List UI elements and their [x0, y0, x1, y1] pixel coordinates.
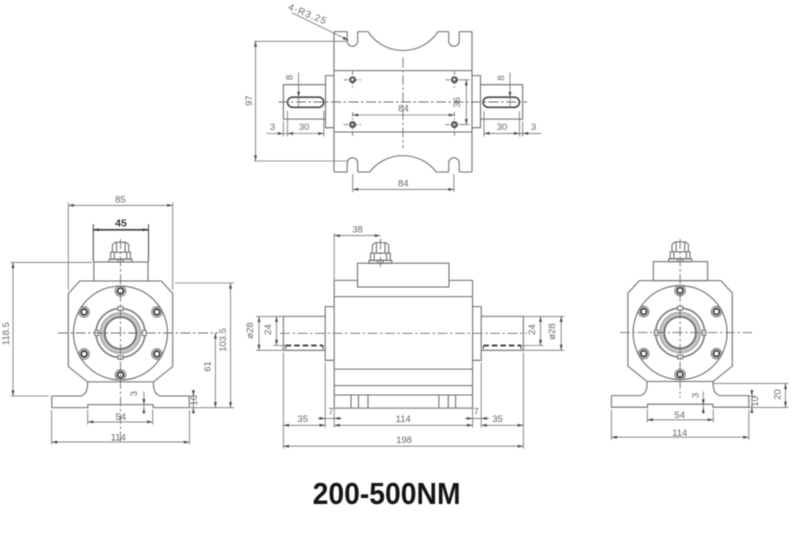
svg-text:24: 24 [263, 324, 274, 335]
svg-text:84: 84 [398, 178, 409, 189]
svg-text:118.5: 118.5 [1, 322, 12, 345]
svg-text:10: 10 [189, 395, 200, 406]
svg-text:114: 114 [672, 428, 687, 439]
svg-text:97: 97 [244, 95, 255, 106]
svg-text:30: 30 [497, 122, 508, 133]
svg-text:38: 38 [352, 224, 363, 235]
svg-text:45: 45 [115, 218, 127, 230]
svg-text:3: 3 [270, 122, 275, 133]
svg-text:7: 7 [474, 406, 479, 417]
svg-text:7: 7 [328, 406, 333, 417]
svg-text:35: 35 [492, 414, 503, 425]
svg-text:8: 8 [285, 75, 296, 80]
svg-text:36: 36 [452, 97, 463, 108]
svg-text:3: 3 [531, 122, 536, 133]
svg-text:10: 10 [750, 396, 761, 407]
svg-text:ø28: ø28 [547, 323, 558, 339]
svg-text:61: 61 [203, 361, 214, 372]
svg-text:84: 84 [398, 104, 409, 115]
svg-text:3: 3 [690, 393, 701, 398]
svg-text:35: 35 [297, 414, 308, 425]
svg-text:54: 54 [115, 412, 126, 423]
svg-text:103.5: 103.5 [218, 328, 229, 352]
svg-text:200-500NM: 200-500NM [313, 476, 461, 511]
svg-text:24: 24 [527, 324, 538, 335]
svg-text:8: 8 [496, 75, 507, 80]
svg-text:54: 54 [674, 410, 685, 421]
svg-text:85: 85 [115, 194, 126, 205]
svg-text:30: 30 [299, 122, 310, 133]
svg-text:114: 114 [111, 433, 126, 444]
svg-text:ø28: ø28 [245, 322, 256, 338]
svg-text:198: 198 [396, 435, 412, 446]
svg-text:20: 20 [773, 389, 784, 400]
svg-text:114: 114 [396, 414, 411, 425]
svg-text:3: 3 [129, 391, 140, 396]
